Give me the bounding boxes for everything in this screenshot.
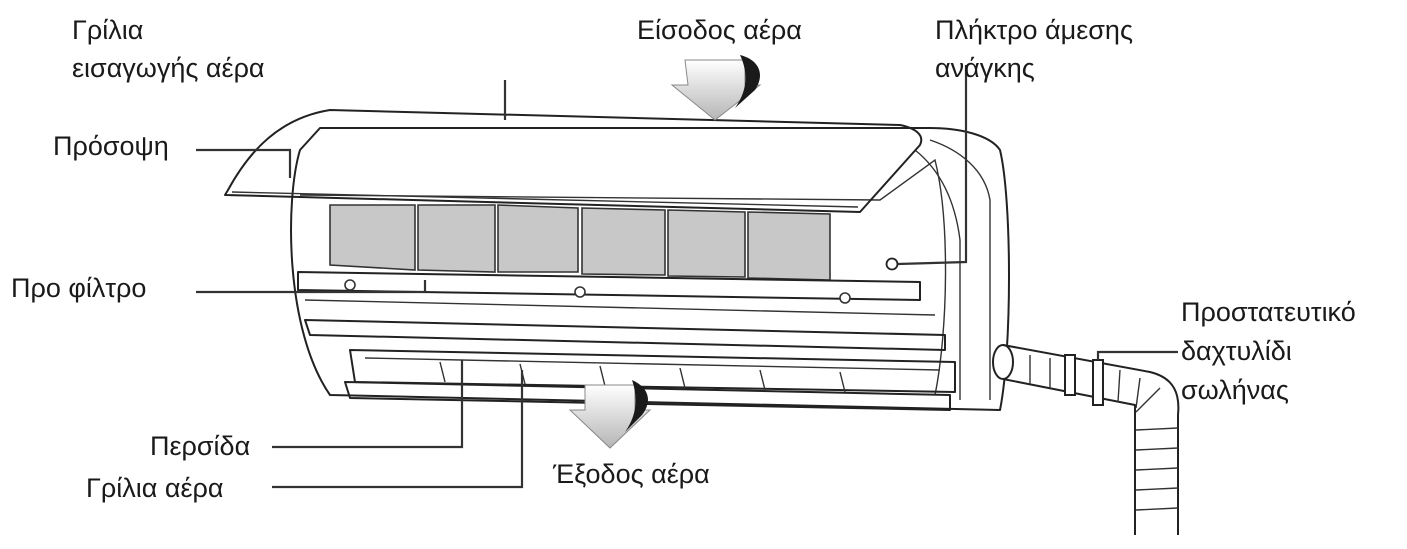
air-inlet-arrow: [672, 55, 760, 120]
pipe: [993, 345, 1178, 535]
label-grille-line1: Γρίλια: [72, 14, 143, 46]
screw: [345, 280, 355, 290]
label-pre-filter: Προ φίλτρο: [11, 272, 146, 304]
label-emergency-line2: ανάγκης: [935, 52, 1035, 84]
air-outlet-arrow: [570, 380, 650, 448]
label-emergency-line1: Πλήκτρο άμεσης: [935, 14, 1133, 46]
label-protective-line1: Προστατευτικό: [1181, 296, 1356, 328]
screw: [575, 287, 585, 297]
label-protective-line2: δαχτυλίδι: [1181, 335, 1292, 367]
label-louver: Περσίδα: [150, 430, 250, 462]
label-protective-line3: σωλήνας: [1181, 374, 1289, 406]
label-air-inlet: Είσοδος αέρα: [637, 14, 802, 46]
emergency-button-shape: [887, 259, 898, 270]
filter-panels: [330, 205, 830, 280]
label-air-outlet: Έξοδος αέρα: [553, 458, 710, 490]
label-front-panel: Πρόσοψη: [53, 130, 169, 162]
label-air-grille: Γρίλια αέρα: [86, 472, 223, 504]
screw: [840, 293, 850, 303]
label-grille-line2: εισαγωγής αέρα: [72, 52, 265, 84]
